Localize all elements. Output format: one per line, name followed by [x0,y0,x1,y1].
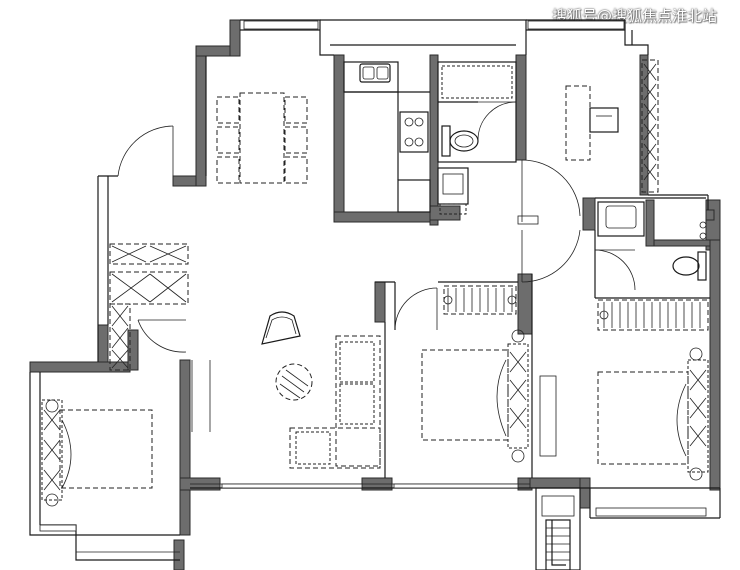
bathroom-1 [437,61,517,215]
wardrobe-icon [641,59,659,193]
toilet-icon [441,125,479,157]
wall-mid-top [374,281,386,323]
toilet-icon [672,251,707,281]
stove-icon [399,111,429,153]
sofa-icon [289,335,381,469]
wall-bath-bottom [429,205,461,221]
dining-table-icon [216,92,308,184]
kitchen [343,61,431,213]
bedroom-1 [39,399,180,553]
wall-bedroom2-right-upper [517,273,533,335]
living-room [261,311,381,469]
wall-bath2-left [645,199,655,247]
doors [117,101,636,353]
wardrobe-icon [109,243,189,371]
wall-bath2-notch [705,209,715,221]
bed-icon [41,399,153,507]
door-bath1 [477,101,517,141]
study [565,59,659,193]
wardrobe-icon [443,285,517,315]
wall-bedroom3-right [709,239,721,491]
outlines [29,19,721,570]
washbasin-icon [597,201,645,237]
wall-living-left-upper [195,45,207,187]
windows [221,20,707,517]
door-bath2 [594,249,636,291]
wall-left-lower [97,324,109,366]
bed-icon [597,347,709,481]
bedroom-2 [421,285,557,463]
bathroom-2 [597,201,707,281]
door-bedroom2 [394,287,438,331]
sink-icon [359,63,391,83]
bed-icon [421,329,529,463]
wall-living-notch [172,175,197,187]
door-bedroom1 [137,319,187,353]
chair-icon [275,363,313,401]
wardrobe-icon [597,299,709,331]
door-entry-left [117,125,174,177]
wall-hall-right [582,197,596,231]
chair-icon [589,107,619,133]
bedroom-3 [597,299,709,481]
staircase-icon [545,519,571,570]
wall-kitchen-left [333,54,345,221]
wall-bath2-bottom [649,239,711,247]
wall-kitchen-right [429,54,439,226]
wall-dining-top-step [229,19,241,57]
chair-icon [261,311,301,345]
wall-bottom-stub [173,539,185,570]
washbasin-icon [437,167,469,215]
wall-bedroom3-left-lower [579,477,591,509]
wall-study-right [639,54,649,196]
wall-bedroom1-right [179,359,191,536]
wall-stair-top [529,477,581,489]
door-hall-top [521,159,581,217]
wall-kitchen-bottom [333,211,435,223]
door-hall-bottom [521,229,581,283]
wall-bath-right [515,54,527,161]
